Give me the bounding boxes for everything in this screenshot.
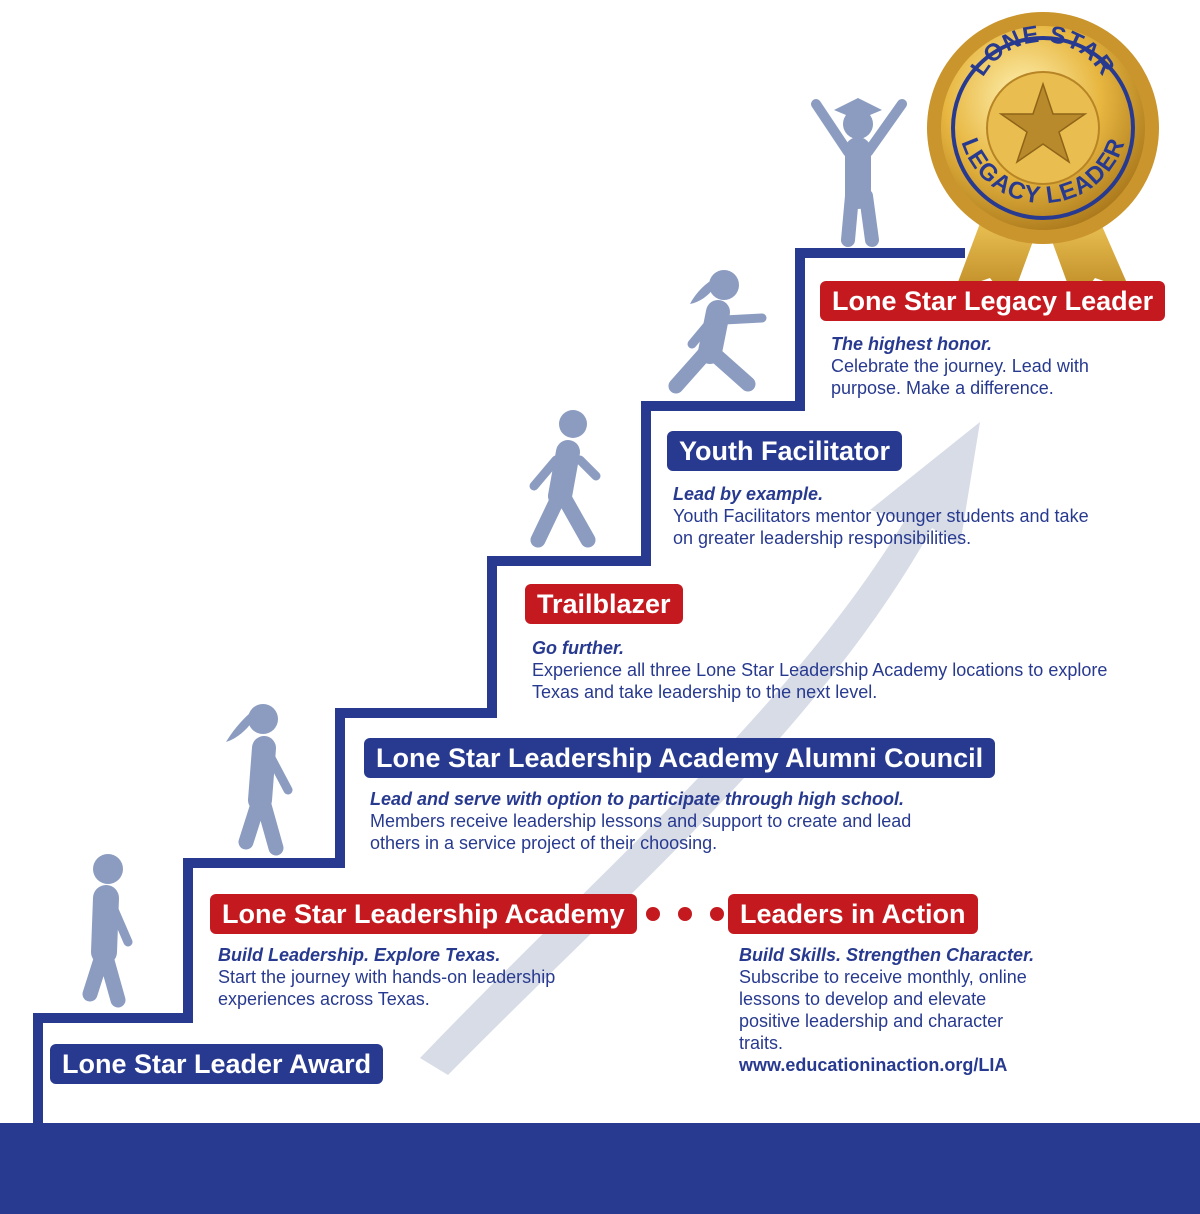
badge-alumni-council: Lone Star Leadership Academy Alumni Coun… [364, 738, 996, 778]
connector-dots [646, 907, 724, 921]
connector-dot [678, 907, 692, 921]
alumni-council-body: Members receive leadership lessons and s… [370, 811, 912, 853]
legacy-leader-seal-icon: LONE STAR LEGACY LEADER [927, 12, 1159, 304]
academy-body: Start the journey with hands-on leadersh… [218, 967, 556, 1009]
leaders-in-action-url-link[interactable]: www.educationinaction.org/LIA [739, 1055, 1008, 1075]
youth-facilitator-tagline: Lead by example. [673, 484, 824, 504]
badge-lone-star-leader-award: Lone Star Leader Award [50, 1044, 384, 1084]
badge-lone-star-legacy-leader: Lone Star Legacy Leader [820, 281, 1166, 321]
graduate-celebrating-icon [811, 98, 907, 247]
badge-youth-facilitator: Youth Facilitator [667, 431, 903, 471]
bottom-band [0, 1123, 1200, 1214]
connector-dot [710, 907, 724, 921]
staircase-line [33, 248, 965, 1125]
badge-trailblazer: Trailblazer [525, 584, 683, 624]
person-striding-icon [529, 410, 601, 548]
legacy-leader-tagline: The highest honor. [831, 334, 992, 354]
trailblazer-description: Go further. Experience all three Lone St… [532, 637, 1122, 703]
progress-arrow [420, 422, 980, 1075]
legacy-leader-body: Celebrate the journey. Lead with purpose… [831, 356, 1089, 398]
legacy-leader-description: The highest honor. Celebrate the journey… [831, 333, 1151, 399]
connector-dot [646, 907, 660, 921]
alumni-council-description: Lead and serve with option to participat… [370, 788, 960, 854]
girl-walking-icon [226, 704, 293, 856]
leaders-in-action-tagline: Build Skills. Strengthen Character. [739, 945, 1035, 965]
youth-facilitator-body: Youth Facilitators mentor younger studen… [673, 506, 1089, 548]
badge-lone-star-leadership-academy: Lone Star Leadership Academy [210, 894, 637, 934]
alumni-council-tagline: Lead and serve with option to participat… [370, 789, 905, 809]
leaders-in-action-body: Subscribe to receive monthly, online les… [739, 967, 1027, 1053]
academy-tagline: Build Leadership. Explore Texas. [218, 945, 501, 965]
leaders-in-action-description: Build Skills. Strengthen Character. Subs… [739, 944, 1069, 1076]
trailblazer-tagline: Go further. [532, 638, 625, 658]
badge-leaders-in-action: Leaders in Action [728, 894, 978, 934]
person-walking-icon [82, 854, 133, 1008]
trailblazer-body: Experience all three Lone Star Leadershi… [532, 660, 1108, 702]
academy-description: Build Leadership. Explore Texas. Start t… [218, 944, 618, 1010]
youth-facilitator-description: Lead by example. Youth Facilitators ment… [673, 483, 1113, 549]
girl-running-icon [668, 270, 767, 394]
